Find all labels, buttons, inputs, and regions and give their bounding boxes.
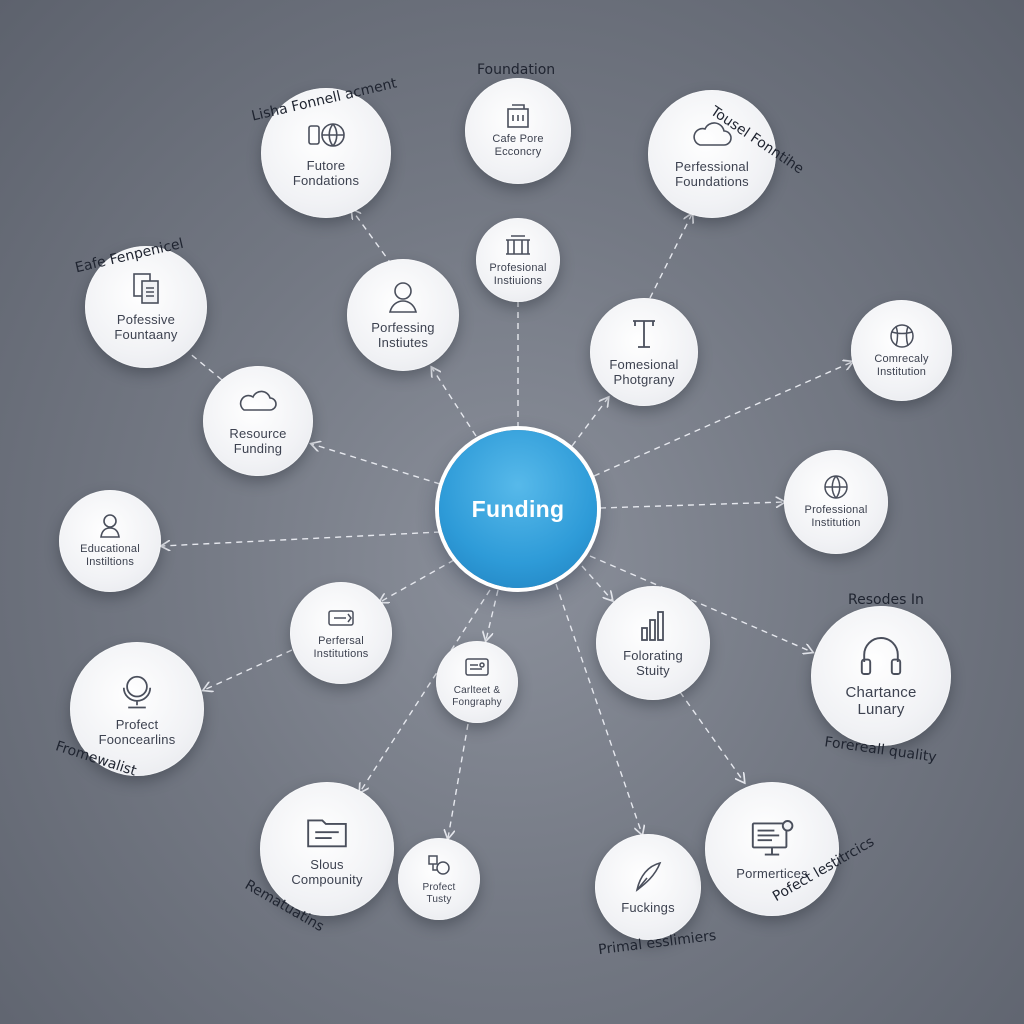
node-label: Futore Fondations: [292, 158, 360, 188]
column-icon: [624, 317, 664, 351]
node-label: Fuckings: [621, 899, 675, 915]
cloud-icon: [692, 119, 732, 153]
cloud-icon: [238, 386, 278, 420]
monitor-icon: [748, 818, 796, 860]
node-resource-funding[interactable]: Resource Funding: [203, 366, 313, 476]
node-label: Fomesional Photgrany: [609, 357, 679, 387]
folder-icon: [303, 811, 351, 851]
link-fomesional-photgrany: [571, 398, 608, 447]
funding-hub-label: Funding: [471, 495, 565, 522]
node-label: Resource Funding: [229, 426, 287, 456]
node-professional-foundations[interactable]: Perfessional Foundations: [648, 90, 776, 218]
quill-icon: [628, 860, 668, 894]
node-professive-fountaany[interactable]: Pofessive Fountaany: [85, 246, 207, 368]
open-book-globe-icon: [306, 118, 346, 152]
link-professional-foundations: [649, 214, 692, 299]
node-label: Folorating Stuity: [623, 648, 683, 678]
link-slous-compounity: [360, 589, 491, 792]
person-icon: [383, 280, 423, 314]
node-charstance-lunary[interactable]: Chartance Lunary: [811, 606, 951, 746]
node-fomesional-photgrany[interactable]: Fomesional Photgrany: [590, 298, 698, 406]
caption-top-center: Foundation: [477, 62, 556, 78]
ticket-icon: [326, 605, 356, 631]
node-forlorating-stuity[interactable]: Folorating Stuity: [596, 586, 710, 700]
link-commercaly-institution: [593, 362, 852, 477]
node-porfessing-instiutes[interactable]: Porfessing Instiutes: [347, 259, 459, 371]
node-label: Carlteet & Fongraphy: [452, 685, 502, 708]
node-label: Profect Tusty: [422, 882, 456, 905]
link-carltect-fongraphy: [486, 589, 499, 640]
link-perfersal-institions: [380, 559, 455, 602]
headphones-icon: [857, 634, 905, 678]
node-label: Profesional Instiuions: [489, 262, 547, 287]
documents-icon: [126, 272, 166, 306]
globe-icon: [821, 474, 851, 500]
link-professive-fountaany: [187, 351, 223, 381]
node-label: Pormertices: [736, 865, 808, 881]
node-label: Cafe Pore Ecconcry: [492, 133, 544, 158]
globe-stand-icon: [115, 671, 159, 711]
link-pormertices: [679, 691, 744, 782]
node-label: Educational Instiltions: [80, 543, 140, 568]
link-fuckings: [555, 583, 642, 834]
node-profect-tusty[interactable]: Profect Tusty: [398, 838, 480, 920]
link-professional-institution: [599, 502, 784, 509]
node-fuckings[interactable]: Fuckings: [595, 834, 701, 940]
node-professional-instiuions[interactable]: Profesional Instiuions: [476, 218, 560, 302]
node-label: Chartance Lunary: [845, 684, 917, 718]
card-icon: [462, 655, 492, 681]
ball-icon: [887, 323, 917, 349]
link-resource-funding: [312, 444, 441, 485]
node-label: Porfessing Instiutes: [371, 320, 435, 350]
node-label: Perfersal Institutions: [313, 635, 369, 660]
funding-hub[interactable]: Funding: [439, 430, 597, 588]
node-pormertices[interactable]: Pormertices: [705, 782, 839, 916]
link-porfessing-instiutes: [432, 368, 477, 437]
building-icon: [503, 103, 533, 129]
link-profect-tusty: [448, 723, 469, 838]
node-future-foundations[interactable]: Futore Fondations: [261, 88, 391, 218]
node-label: Perfessional Foundations: [675, 159, 749, 189]
shapes-icon: [424, 852, 454, 878]
node-slous-compounity[interactable]: Slous Compounity: [260, 782, 394, 916]
node-perfersal-institions[interactable]: Perfersal Institutions: [290, 582, 392, 684]
link-forlorating-stuity: [581, 565, 612, 600]
link-future-foundations: [352, 210, 393, 266]
caption-right-middle: Resodes In: [848, 592, 924, 608]
node-carltect-fongraphy[interactable]: Carlteet & Fongraphy: [436, 641, 518, 723]
node-educational-insitisions[interactable]: Educational Instiltions: [59, 490, 161, 592]
institution-icon: [503, 232, 533, 258]
node-profect-fooncearlins[interactable]: Profect Fooncearlins: [70, 642, 204, 776]
link-profect-fooncearlins: [204, 649, 293, 690]
person-bust-icon: [95, 513, 125, 539]
link-charstance-lunary: [589, 555, 812, 652]
node-label: Comrecaly Institution: [874, 352, 929, 378]
node-commercaly-institution[interactable]: Comrecaly Institution: [851, 300, 952, 401]
node-label: Slous Compounity: [291, 857, 363, 887]
bar-chart-icon: [633, 608, 673, 642]
node-cafe-pore[interactable]: Cafe Pore Ecconcry: [465, 78, 571, 184]
node-professional-institution[interactable]: Professional Institution: [784, 450, 888, 554]
link-educational-insitisions: [162, 531, 441, 546]
node-label: Pofessive Fountaany: [114, 312, 178, 342]
node-label: Profect Fooncearlins: [98, 717, 176, 747]
node-label: Professional Institution: [804, 504, 868, 529]
